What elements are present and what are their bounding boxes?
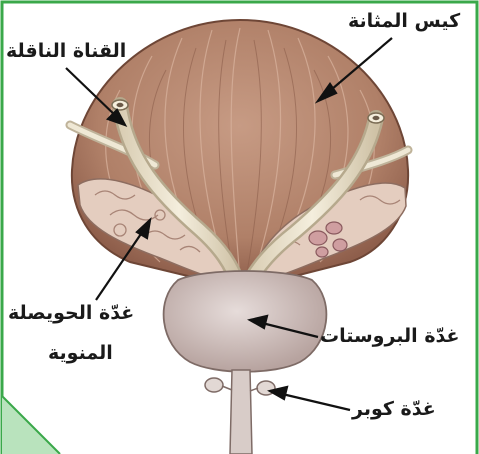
label-bladder: كيس المثانة — [348, 10, 460, 34]
label-cowper-gland: غدّة كوبر — [352, 398, 436, 422]
label-prostate: غدّة البروستات — [320, 325, 460, 349]
label-seminal-vesicle-line2: المنوية — [48, 342, 113, 366]
label-seminal-vesicle-line1: غدّة الحويصلة — [8, 302, 134, 326]
urethra — [230, 370, 252, 454]
prostate-gland — [164, 271, 327, 372]
label-vas-deferens: القناة الناقلة — [6, 40, 126, 64]
arrow-cowper — [270, 387, 350, 410]
